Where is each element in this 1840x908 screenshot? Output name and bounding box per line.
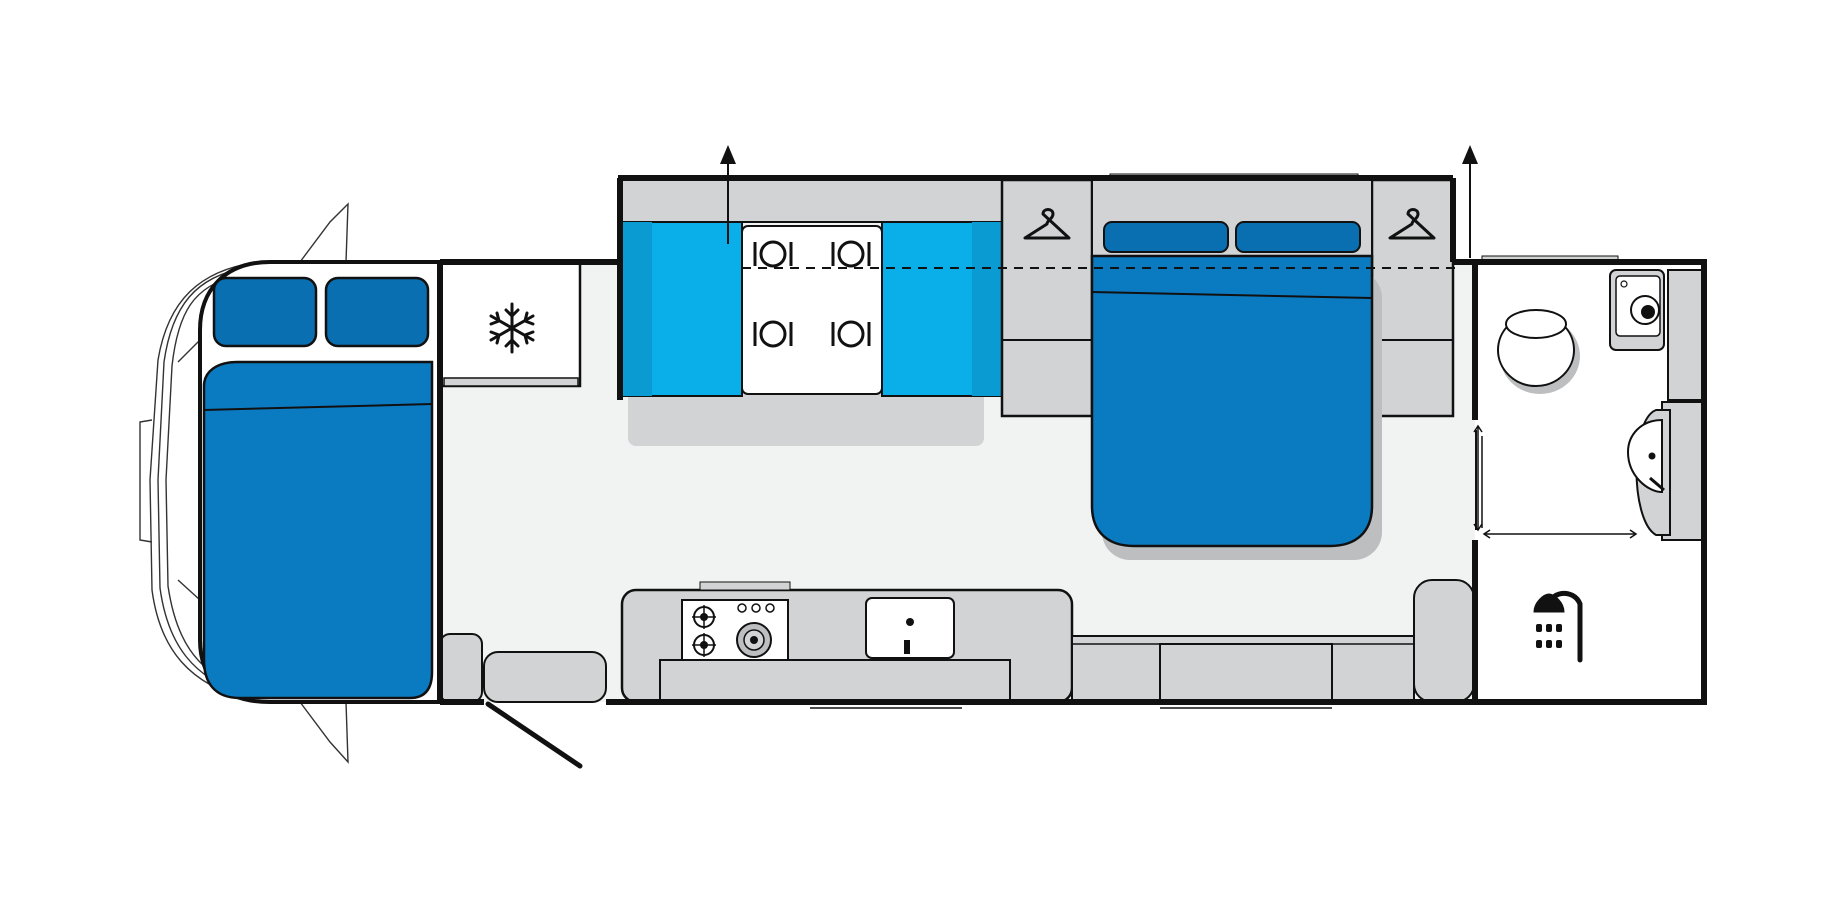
- place-setting-icon: [831, 320, 871, 348]
- cooktop-knob: [737, 603, 747, 613]
- kitchen-bench: [620, 581, 1074, 704]
- dinette: [619, 175, 1003, 446]
- place-setting-icon: [753, 240, 793, 268]
- coat-hanger-icon: [1023, 208, 1071, 240]
- arrow-up-icon: [720, 145, 736, 244]
- fridge: [438, 260, 582, 388]
- bedroom: [1000, 173, 1455, 560]
- cooktop: [681, 599, 789, 661]
- island-bed-pillow-left: [1103, 221, 1229, 253]
- luton-pillow-left: [212, 276, 318, 348]
- arrow-up-icon: [1462, 145, 1478, 258]
- basin-icon: [1626, 401, 1703, 541]
- entry-area: [439, 633, 607, 703]
- cooktop-knob: [751, 603, 761, 613]
- wardrobe-left: [1000, 178, 1094, 418]
- dinette-seat-left-back: [622, 222, 652, 396]
- dinette-seat-right-back: [972, 222, 1002, 396]
- place-setting-icon: [753, 320, 793, 348]
- shower-screen-dimension: [1473, 424, 1638, 539]
- island-bed-pillow-right: [1235, 221, 1361, 253]
- door-icon: [485, 701, 583, 769]
- toilet-icon: [1497, 309, 1580, 394]
- dinette-table: [741, 225, 883, 395]
- cooktop-knob: [765, 603, 775, 613]
- luton-bed: [198, 260, 442, 704]
- wardrobe-right: [1370, 178, 1455, 418]
- gas-burner-icon: [692, 605, 716, 629]
- place-setting-icon: [831, 240, 871, 268]
- ensuite: [1473, 255, 1707, 702]
- gas-burner-icon: [736, 622, 772, 658]
- gas-burner-icon: [692, 633, 716, 657]
- sink-icon: [865, 597, 955, 659]
- snowflake-icon: [489, 302, 535, 354]
- island-bed-mattress: [1090, 254, 1374, 548]
- luton-mattress: [202, 360, 434, 700]
- washing-machine-icon: [1609, 269, 1665, 351]
- shower-icon: [1533, 591, 1583, 663]
- coat-hanger-icon: [1388, 208, 1436, 240]
- exterior-walls: [437, 175, 1707, 705]
- luton-pillow-right: [324, 276, 430, 348]
